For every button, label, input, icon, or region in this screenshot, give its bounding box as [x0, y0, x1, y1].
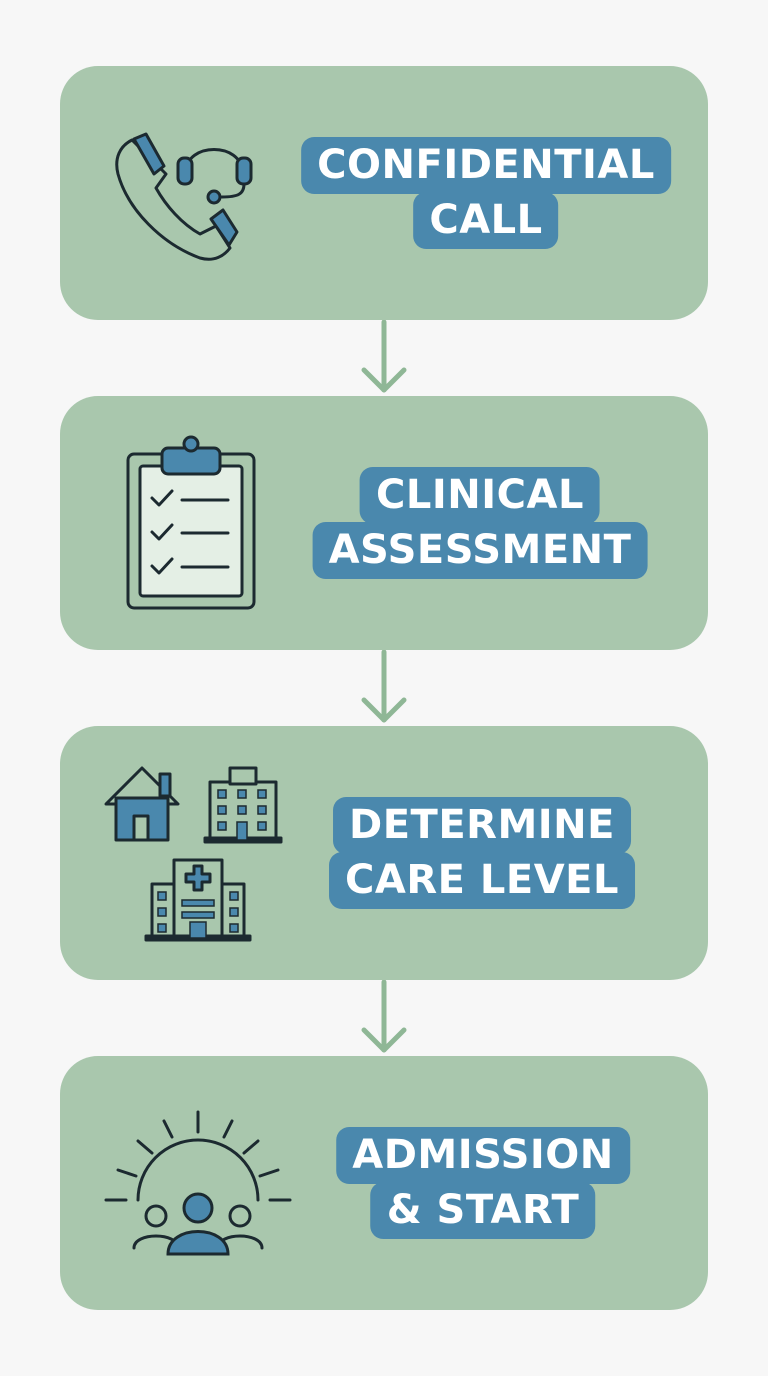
step-card-admission-start: ADMISSION & START [60, 1056, 708, 1310]
flow-arrow [358, 980, 410, 1056]
step-label: ADMISSION & START [336, 1127, 630, 1239]
clipboard-checklist-icon [124, 435, 258, 612]
step-label-line: DETERMINE [333, 797, 631, 854]
step-label-line: ADMISSION [336, 1127, 630, 1184]
flow-arrow [358, 320, 410, 396]
step-card-determine-care-level: DETERMINE CARE LEVEL [60, 726, 708, 980]
care-facilities-icon [102, 764, 292, 944]
phone-headset-icon [110, 122, 270, 267]
step-label-line: CONFIDENTIAL [301, 137, 671, 194]
step-label-line: ASSESSMENT [312, 522, 648, 579]
step-card-clinical-assessment: CLINICAL ASSESSMENT [60, 396, 708, 650]
step-label-line: CARE LEVEL [329, 852, 635, 909]
people-sunrise-icon [104, 1108, 294, 1258]
step-label-line: CLINICAL [360, 467, 600, 524]
step-label: CONFIDENTIAL CALL [301, 137, 671, 249]
step-label-line: CALL [413, 192, 559, 249]
step-card-confidential-call: CONFIDENTIAL CALL [60, 66, 708, 320]
step-label: DETERMINE CARE LEVEL [329, 797, 635, 909]
step-label: CLINICAL ASSESSMENT [312, 467, 648, 579]
step-label-line: & START [370, 1182, 596, 1239]
flow-arrow [358, 650, 410, 726]
